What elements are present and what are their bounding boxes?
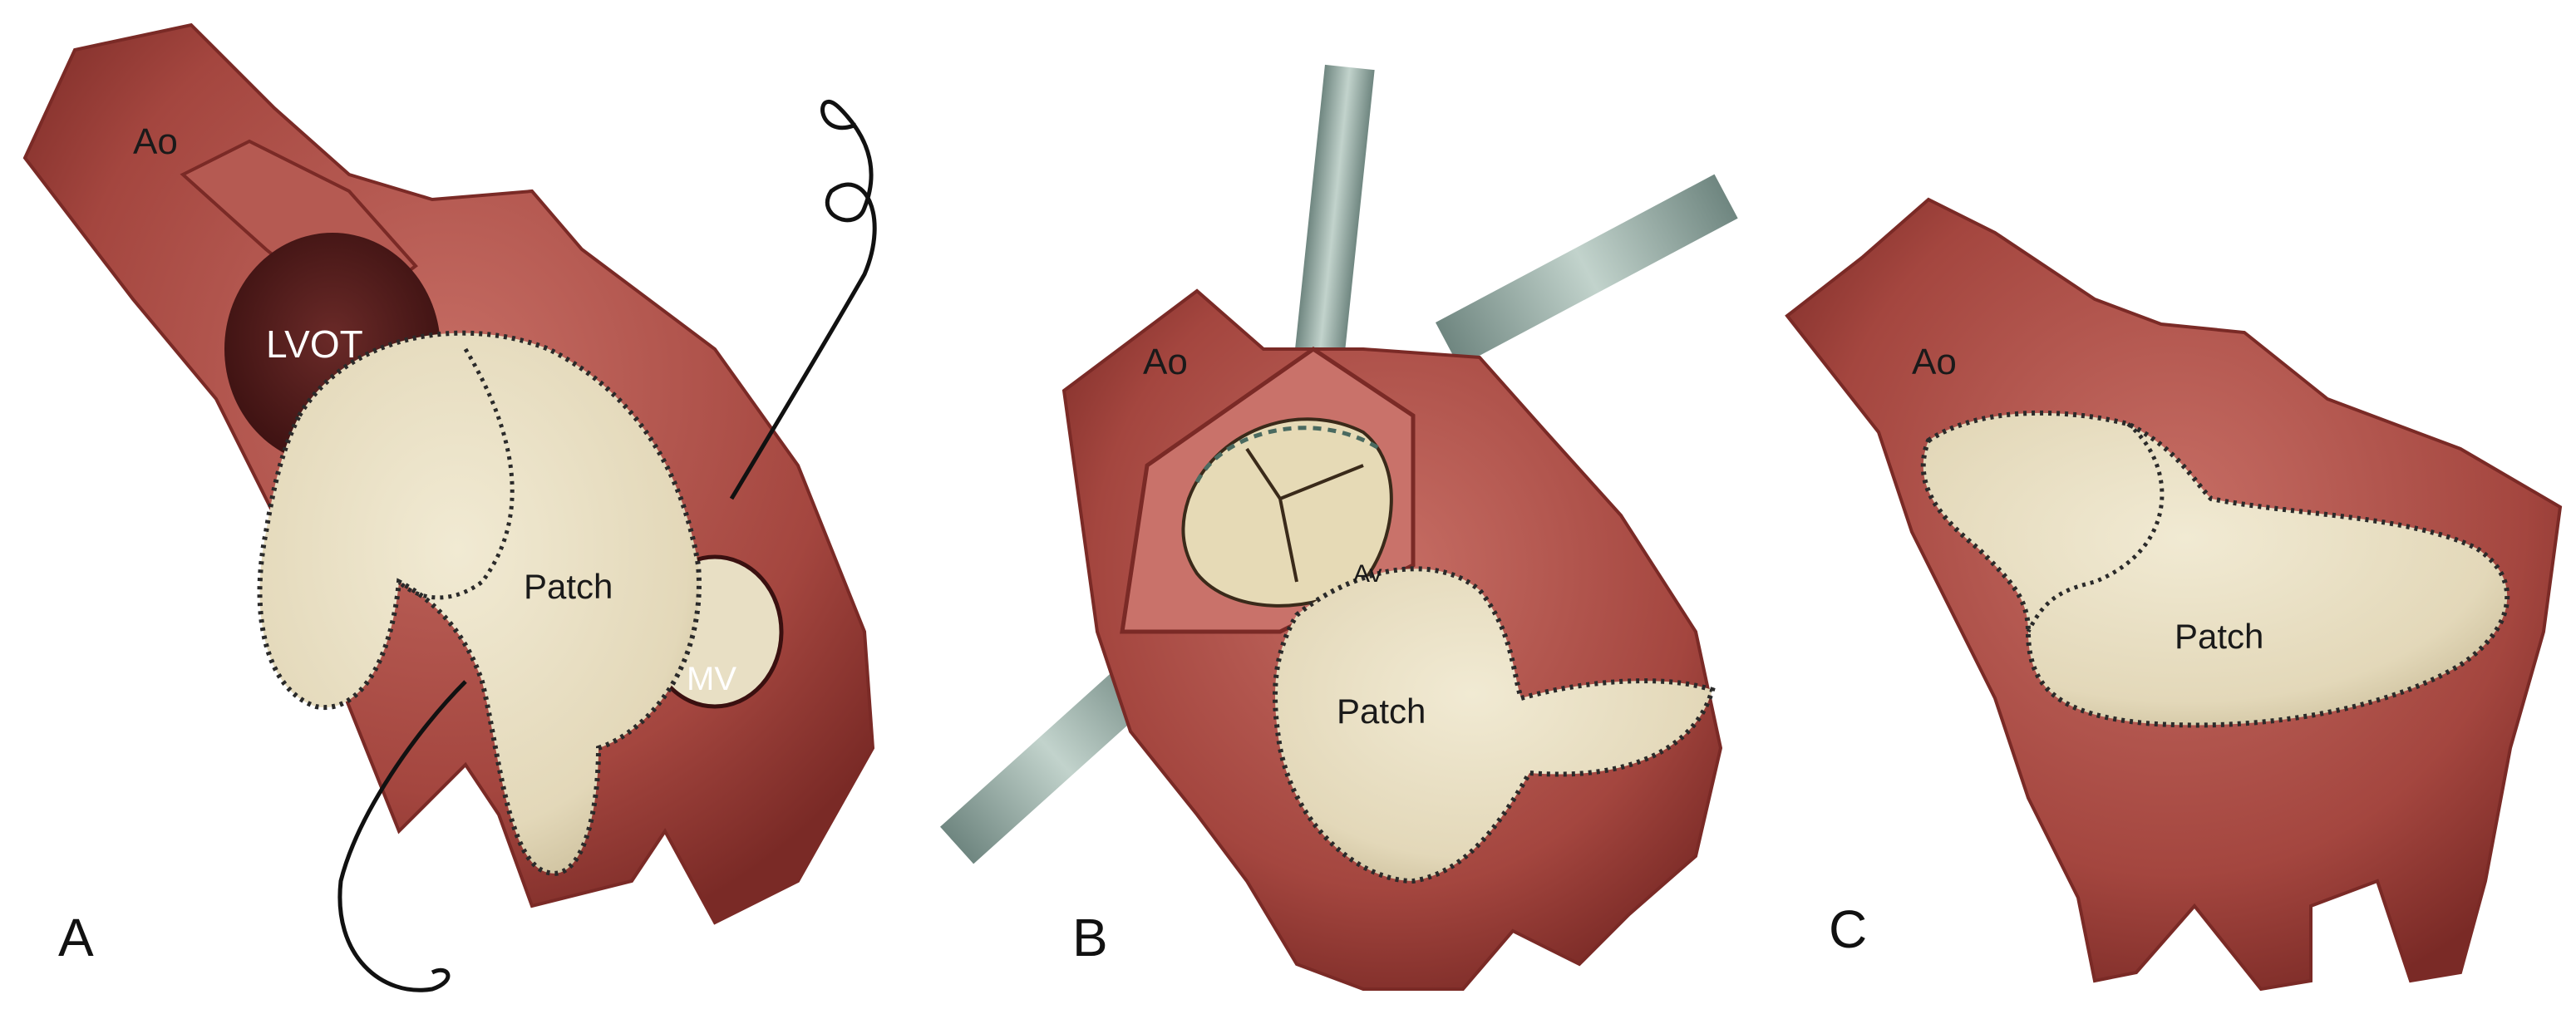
panel-b: Ao Av Patch B (940, 64, 1738, 991)
panel-a-suture-thread (337, 100, 877, 992)
panel-b-ao-label: Ao (1143, 342, 1188, 382)
panel-a-patch-label: Patch (524, 567, 613, 606)
panel-a-patch (257, 330, 702, 876)
panel-c: Ao Patch C (1785, 197, 2563, 992)
panel-c-patch (1920, 410, 2510, 728)
panel-b-suture-outline (1194, 426, 1382, 484)
panel-c-patch-label: Patch (2175, 617, 2263, 656)
panel-b-letter: B (1072, 908, 1108, 967)
panel-a-patch-fold (397, 347, 515, 600)
panel-b-aortic-valve (1181, 417, 1393, 608)
panel-b-av-label: Av (1353, 560, 1382, 588)
panel-a-ao-label: Ao (133, 121, 178, 162)
panel-c-ao-label: Ao (1912, 342, 1957, 382)
panel-a-lvot-label: LVOT (266, 322, 363, 366)
panel-b-patch (1273, 566, 1716, 884)
panel-b-patch-label: Patch (1337, 692, 1426, 731)
panel-b-valve-commissures (1245, 447, 1364, 583)
panel-a: Ao LVOT Patch MV A (22, 22, 877, 992)
panel-c-patch-seam (2026, 422, 2165, 633)
panel-b-retractor-left (940, 648, 1171, 864)
panel-b-retractor-top (1293, 64, 1375, 368)
panel-b-retractor-right (1435, 174, 1738, 367)
panel-a-letter: A (58, 908, 94, 967)
panel-a-mv-label: MV (687, 661, 736, 697)
panel-c-letter: C (1829, 899, 1867, 959)
